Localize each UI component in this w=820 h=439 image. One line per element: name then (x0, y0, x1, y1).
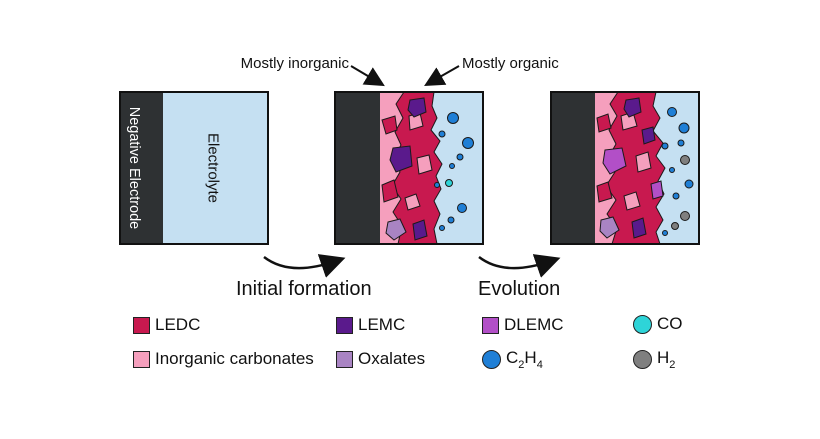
panel-border (550, 91, 700, 245)
c2h4-bubble (684, 179, 694, 189)
legend-item-h2: H2 (633, 348, 676, 371)
electrode-label: Negative Electrode (126, 107, 142, 230)
c2h4-bubble (661, 142, 669, 150)
legend-item-co: CO (633, 314, 683, 334)
lemc-swatch (336, 316, 353, 334)
label-mostly-inorganic: Mostly inorganic (241, 55, 350, 72)
arrow-organic (424, 65, 460, 86)
dlemc-blob (602, 147, 627, 175)
c2h4-bubble (672, 192, 680, 200)
co-bubble (445, 179, 453, 187)
c2h4-bubble (669, 167, 675, 173)
legend-item-oxalates: Oxalates (336, 349, 425, 369)
legend-item-lemc: LEMC (336, 315, 405, 335)
electrode-block (551, 92, 595, 244)
caption-evolution: Evolution (478, 278, 561, 300)
legend-label-oxalates: Oxalates (358, 349, 426, 368)
label-mostly-organic: Mostly organic (462, 55, 559, 72)
c2h4-bubble (434, 182, 440, 188)
ledc-swatch (133, 316, 150, 334)
lemc-blob (407, 97, 427, 118)
ledc-blob (381, 115, 398, 135)
c2h4-bubble (438, 130, 446, 138)
legend-label-dlemc: DLEMC (504, 315, 564, 334)
lemc-blob (389, 145, 413, 173)
panel-initial-state: Negative Electrode Electrolyte (119, 91, 269, 245)
legend-label-lemc: LEMC (358, 315, 406, 334)
h2-bubble (671, 222, 679, 230)
carbonate-blob (416, 154, 433, 175)
lemc-blob (412, 219, 428, 241)
co-dot (633, 314, 652, 334)
arrow-evolution (478, 254, 561, 278)
arrow-initial-formation (263, 254, 346, 278)
legend-label-h2: H2 (657, 348, 676, 371)
carbonate-blob (623, 191, 641, 211)
h2-bubble (680, 211, 690, 221)
carbonate-blob (635, 151, 652, 173)
arrow-inorganic (350, 65, 385, 87)
panel-initial-formation (334, 91, 484, 245)
c2h4-bubble (439, 225, 445, 231)
c2h4-dot (482, 349, 501, 369)
lemc-blob (641, 126, 656, 145)
ledc-blob (381, 179, 399, 203)
electrolyte-label: Electrolyte (205, 133, 222, 203)
c2h4-bubble (462, 137, 474, 149)
c2h4-bubble (447, 216, 455, 224)
legend-label-inorganic-carbonates: Inorganic carbonates (155, 349, 314, 368)
c2h4-bubble (662, 230, 668, 236)
caption-initial-formation: Initial formation (236, 278, 372, 300)
c2h4-bubble (447, 112, 459, 124)
h2-bubble (680, 155, 690, 165)
legend-label-c2h4: C2H4 (506, 348, 543, 371)
h2-dot (633, 349, 652, 369)
legend-item-dlemc: DLEMC (482, 315, 564, 335)
oxalate-blob (385, 218, 407, 241)
carbonate-blob (404, 193, 421, 211)
panel-border (119, 91, 269, 245)
c2h4-bubble (449, 163, 455, 169)
electrode-block (335, 92, 380, 244)
c2h4-bubble (456, 153, 464, 161)
c2h4-bubble (677, 139, 685, 147)
inorganic-carbonates-swatch (133, 350, 150, 368)
legend-label-ledc: LEDC (155, 315, 201, 334)
oxalates-swatch (336, 350, 353, 368)
panel-evolution (550, 91, 700, 245)
c2h4-bubble (678, 122, 690, 134)
electrode-block (120, 92, 163, 244)
legend-item-c2h4: C2H4 (482, 348, 543, 371)
panel-border (334, 91, 484, 245)
ledc-blob (596, 113, 612, 133)
electrolyte-block (163, 92, 268, 244)
c2h4-bubble (667, 107, 677, 117)
ledc-blob (596, 181, 613, 203)
legend-label-co: CO (657, 314, 683, 333)
c2h4-bubble (457, 203, 467, 213)
legend-item-inorganic-carbonates: Inorganic carbonates (133, 349, 314, 369)
dlemc-swatch (482, 316, 499, 334)
oxalate-blob (599, 216, 620, 239)
lemc-blob (623, 97, 642, 118)
lemc-blob (631, 217, 647, 239)
dlemc-blob (650, 180, 664, 200)
legend-item-ledc: LEDC (133, 315, 200, 335)
